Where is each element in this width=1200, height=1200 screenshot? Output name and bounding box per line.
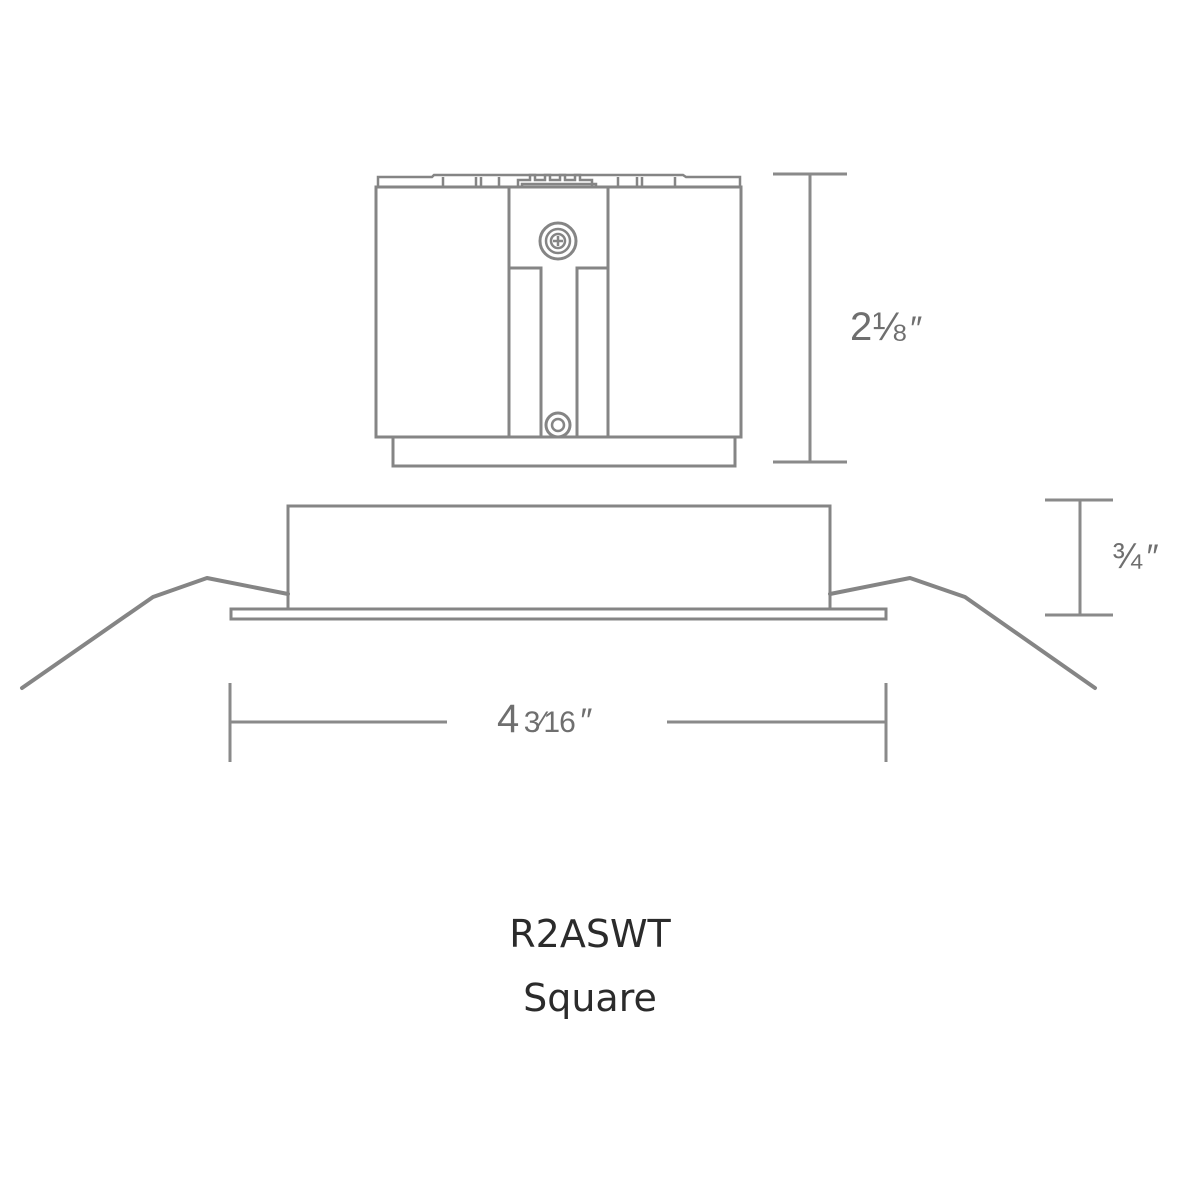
trim: [229, 504, 888, 621]
rivet-icon: [544, 411, 572, 439]
trim-height-label: ¾″: [1112, 535, 1157, 577]
housing-height-fraction: ⅛: [872, 305, 905, 349]
housing-top-ribs: [441, 177, 677, 188]
model-code: R2ASWT: [509, 912, 671, 956]
mounting-bracket: [507, 187, 610, 437]
housing-top-rim: [376, 173, 742, 188]
dim-trim-width: [228, 683, 888, 762]
housing-height-whole: 2: [850, 305, 873, 349]
housing-height-label: 2⅛″: [850, 305, 921, 350]
trim-body: [286, 504, 832, 611]
ceiling-left: [20, 576, 290, 690]
shape-name: Square: [523, 976, 657, 1020]
trim-width-fraction: 3⁄16: [523, 706, 576, 739]
trim-width-unit: ″: [578, 702, 591, 740]
housing-height-unit: ″: [908, 310, 921, 348]
screw-icon: [538, 221, 578, 261]
trim-width-label: 4 3⁄16″: [497, 697, 591, 742]
trim-flange: [229, 607, 888, 621]
dim-trim-height: [1045, 498, 1113, 617]
housing-base-plate: [391, 435, 737, 468]
housing: [374, 173, 743, 468]
ceiling-profile: [20, 576, 1097, 690]
trim-height-unit: ″: [1145, 538, 1158, 576]
trim-width-whole: 4: [497, 697, 520, 741]
ceiling-right: [828, 576, 1097, 690]
dim-housing-height: [773, 172, 847, 464]
trim-height-fraction: ¾: [1112, 535, 1142, 576]
